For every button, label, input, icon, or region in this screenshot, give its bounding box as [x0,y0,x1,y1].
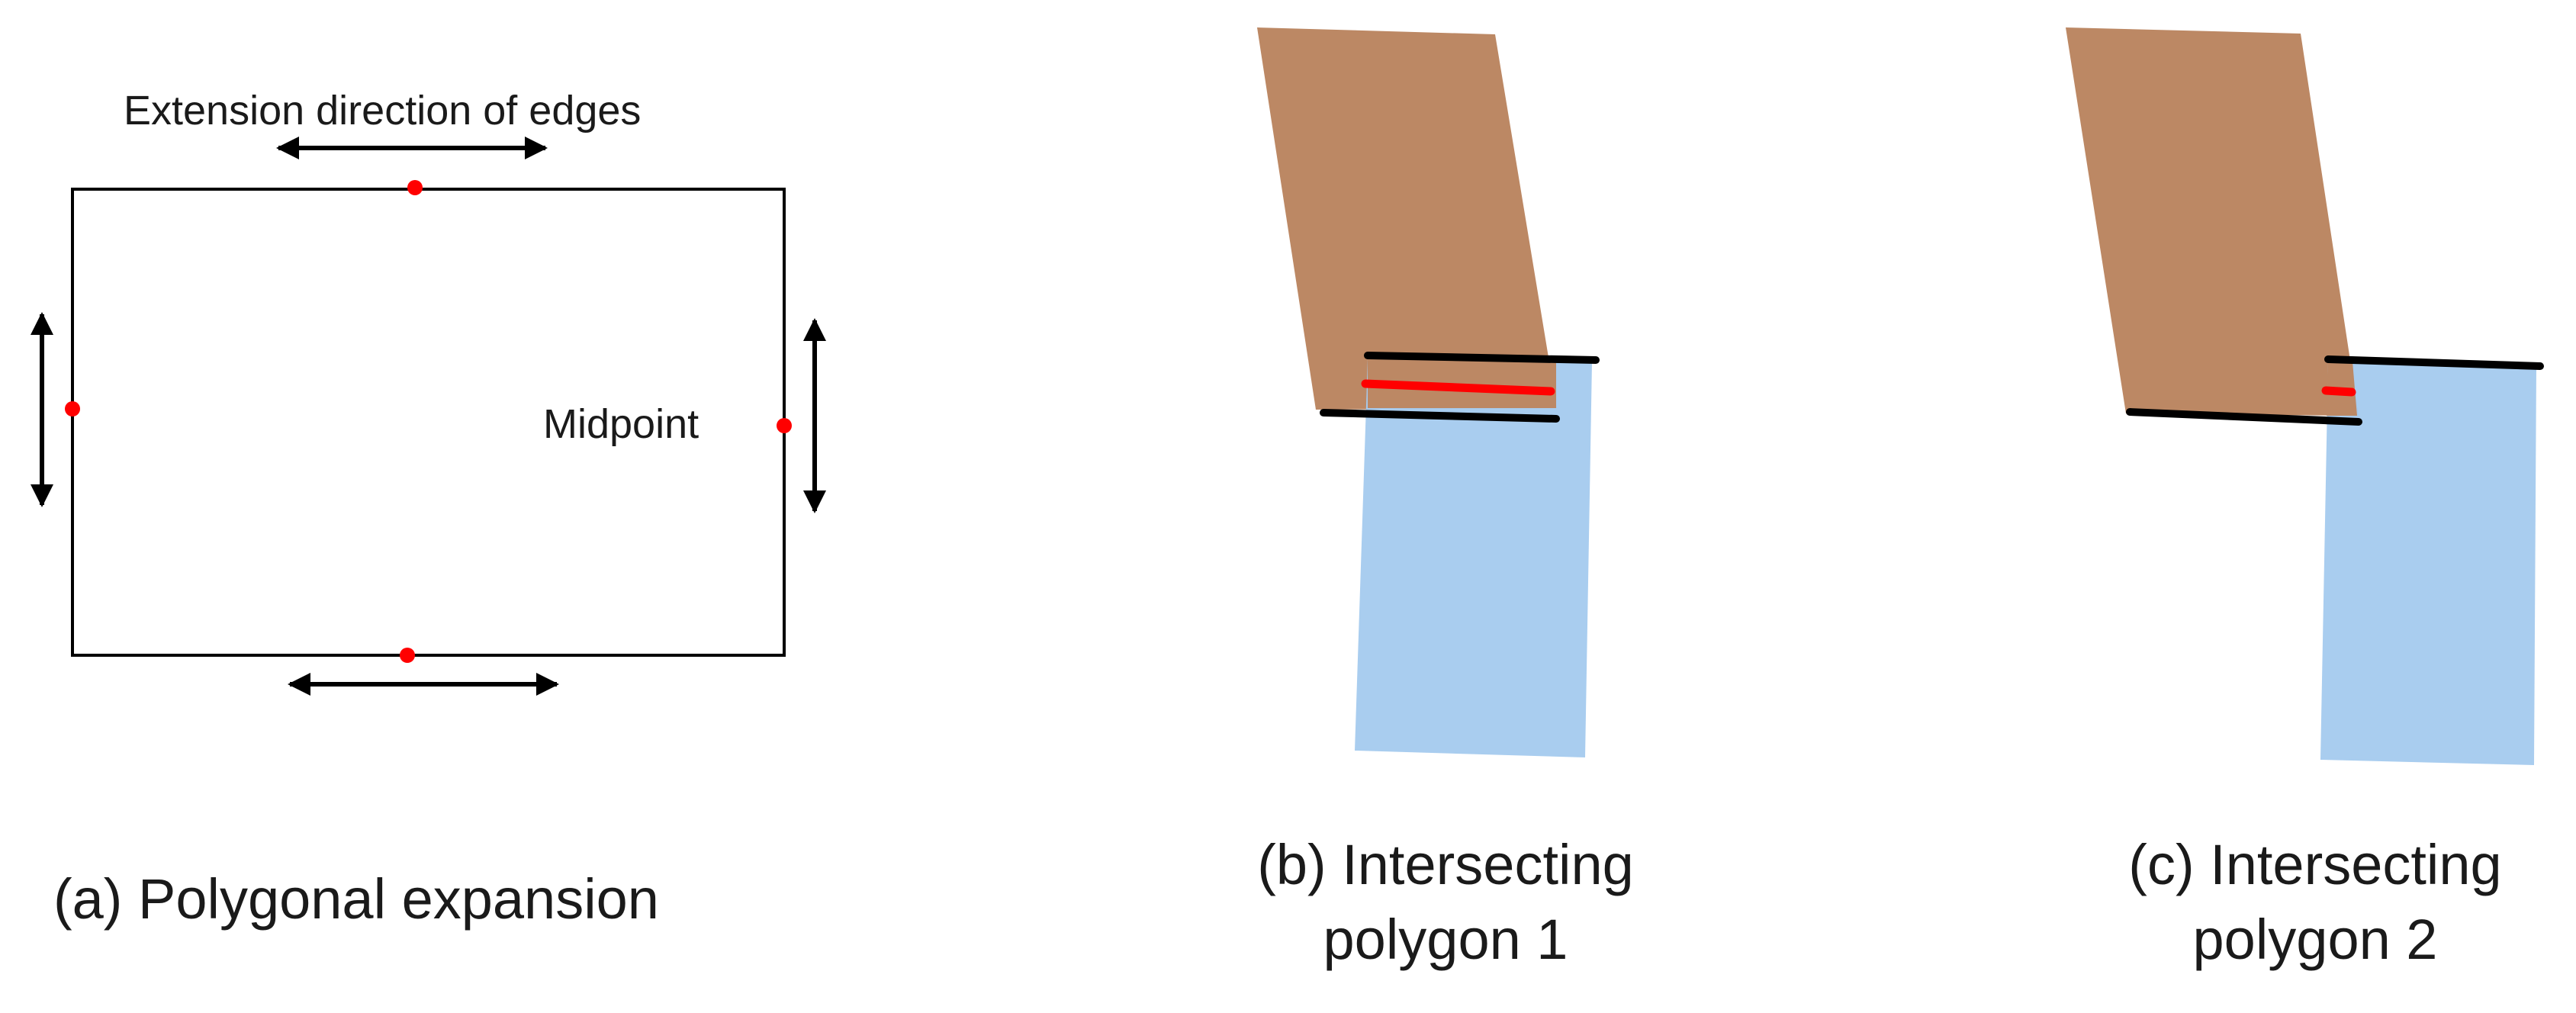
brown-bottom-edge-b [1320,409,1560,423]
panel-a [31,137,826,696]
brown-polygon-b [1257,27,1557,410]
caption-b: (b) Intersecting polygon 1 [1159,828,1732,977]
midpoint-top [407,180,423,195]
caption-b-line1: (b) Intersecting [1257,833,1634,896]
midpoint-left [65,401,80,416]
panel-b [1257,27,1600,757]
overlap-line-b [1361,379,1555,396]
overlap-region-b [1368,359,1556,408]
extension-direction-label: Extension direction of edges [124,88,642,133]
brown-polygon-c [2066,27,2359,416]
midpoint-label: Midpoint [543,401,699,447]
panel-c [2066,27,2544,765]
caption-c-line1: (c) Intersecting [2128,833,2502,896]
blue-polygon-b [1355,359,1592,757]
overlap-line-c [2321,386,2356,397]
blue-top-edge-c [2324,355,2544,370]
brown-bottom-edge-c [2126,408,2362,426]
midpoint-bottom [400,648,415,663]
caption-b-line2: polygon 1 [1323,908,1568,971]
caption-c: (c) Intersecting polygon 2 [2029,828,2576,977]
caption-c-line2: polygon 2 [2192,908,2438,971]
blue-top-edge-b [1364,352,1600,364]
caption-a: (a) Polygonal expansion [53,867,659,931]
blue-polygon-c [2320,362,2536,765]
midpoint-right [777,418,792,433]
